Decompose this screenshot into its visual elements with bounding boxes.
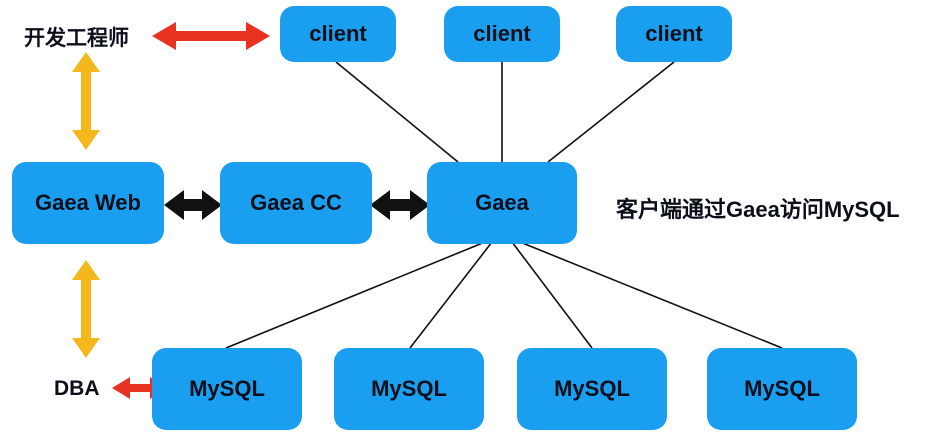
black-double-arrow-web-cc <box>164 190 222 220</box>
mysql-node-3: MySQL <box>517 348 667 430</box>
dba-label: DBA <box>54 377 100 400</box>
gaea-cc-node: Gaea CC <box>220 162 372 244</box>
mysql-node-4-label: MySQL <box>744 376 820 401</box>
yellow-double-arrow-developer-gaeaweb <box>72 52 100 150</box>
mysql-node-2: MySQL <box>334 348 484 430</box>
link-gaea-mysql4 <box>519 241 783 349</box>
gaea-web-label: Gaea Web <box>35 190 141 215</box>
link-gaea-mysql3 <box>511 241 593 349</box>
client-node-1: client <box>280 6 396 62</box>
gaea-node: Gaea <box>427 162 577 244</box>
link-client1-gaea <box>335 61 459 163</box>
link-gaea-mysql2 <box>409 241 493 349</box>
mysql-node-1-label: MySQL <box>189 376 265 401</box>
mysql-node-4: MySQL <box>707 348 857 430</box>
mysql-node-1: MySQL <box>152 348 302 430</box>
gaea-label: Gaea <box>475 190 529 215</box>
client-node-1-label: client <box>309 21 367 46</box>
gaea-cc-label: Gaea CC <box>250 190 342 215</box>
note-label: 客户端通过Gaea访问MySQL <box>616 197 900 222</box>
yellow-double-arrow-gaeaweb-dba <box>72 260 100 358</box>
black-double-arrow-cc-gaea <box>370 190 430 220</box>
mysql-node-3-label: MySQL <box>554 376 630 401</box>
link-client3-gaea <box>547 61 675 163</box>
red-double-arrow-developer-client <box>152 22 270 50</box>
client-node-2-label: client <box>473 21 531 46</box>
developer-label: 开发工程师 <box>24 27 129 50</box>
client-node-2: client <box>444 6 560 62</box>
client-node-3: client <box>616 6 732 62</box>
link-gaea-mysql1 <box>225 241 486 349</box>
client-node-3-label: client <box>645 21 703 46</box>
gaea-web-node: Gaea Web <box>12 162 164 244</box>
mysql-node-2-label: MySQL <box>371 376 447 401</box>
